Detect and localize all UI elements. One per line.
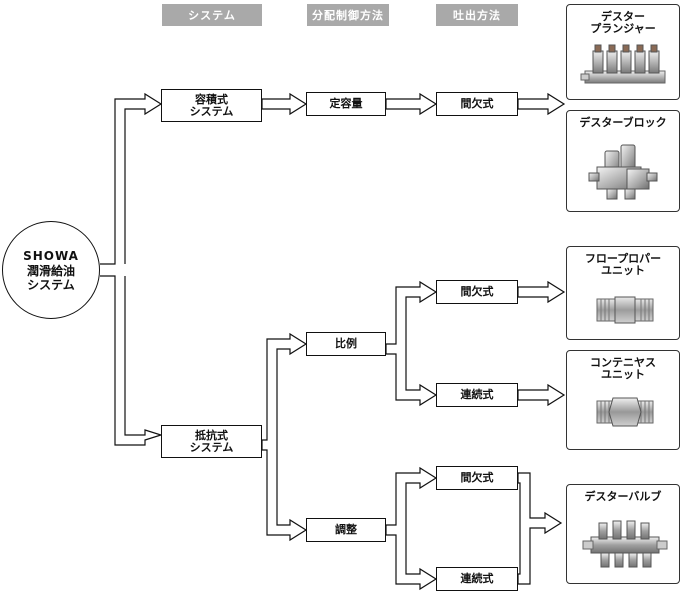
continuous-unit-illustration <box>596 397 654 427</box>
control-proportional-box: 比例 <box>306 332 386 356</box>
arrow-prop-intermittent-to-card <box>517 280 566 304</box>
volumetric-system-box: 容積式 システム <box>161 89 262 122</box>
arrow-root-to-volumetric <box>100 92 163 265</box>
product-title: フロープロパー ユニット <box>584 252 662 277</box>
product-card-flow-proper-unit: フロープロパー ユニット <box>566 246 680 340</box>
plunger-illustration <box>580 44 666 84</box>
volumetric-line1: 容積式 <box>195 92 228 106</box>
root-line1: 潤滑給油 <box>26 263 75 278</box>
discharge-prop-continuous-box: 連続式 <box>436 383 518 407</box>
product-card-dester-valve: デスターバルブ <box>566 484 680 584</box>
product-card-continuous-unit: コンテニヤス ユニット <box>566 350 680 450</box>
arrow-prop-continuous-to-card <box>517 383 566 407</box>
resistance-system-box: 抵抗式 システム <box>161 425 262 458</box>
arrow-fixed-to-intermittent <box>385 92 438 116</box>
arrow-adjust-merge-to-card <box>517 472 563 585</box>
arrow-proportional-to-discharge <box>385 280 438 407</box>
header-system: システム <box>162 4 262 26</box>
product-card-dester-plunger: デスター プランジャー <box>566 4 680 100</box>
header-control-method: 分配制御方法 <box>307 4 389 26</box>
brand-label: SHOWA <box>23 248 79 263</box>
product-card-dester-block: デスターブロック <box>566 110 680 212</box>
arrow-intermittent-to-products-top <box>517 92 566 116</box>
arrow-resistance-to-branches <box>261 332 308 542</box>
product-title: コンテニヤス ユニット <box>590 356 656 381</box>
product-title: デスターバルブ <box>584 490 662 503</box>
discharge-adj-continuous-box: 連続式 <box>436 567 518 591</box>
valve-illustration <box>582 520 668 568</box>
discharge-top-intermittent-box: 間欠式 <box>436 92 518 116</box>
header-discharge-method: 吐出方法 <box>436 4 518 26</box>
root-node: SHOWA 潤滑給油 システム <box>2 221 100 319</box>
resistance-line2: システム <box>189 440 234 454</box>
discharge-prop-intermittent-box: 間欠式 <box>436 280 518 304</box>
discharge-adj-intermittent-box: 間欠式 <box>436 466 518 490</box>
flow-proper-illustration <box>596 296 654 324</box>
root-line2: システム <box>27 277 75 292</box>
resistance-line1: 抵抗式 <box>195 428 228 442</box>
arrow-adjust-to-discharge <box>385 466 438 591</box>
product-title: デスターブロック <box>579 116 667 129</box>
arrow-volumetric-to-fixed <box>261 92 308 116</box>
control-adjust-box: 調整 <box>306 518 386 542</box>
control-fixed-box: 定容量 <box>306 92 386 116</box>
volumetric-line2: システム <box>189 104 234 118</box>
block-illustration <box>588 144 658 200</box>
arrow-root-to-resistance <box>100 275 164 446</box>
product-title: デスター プランジャー <box>590 10 656 35</box>
